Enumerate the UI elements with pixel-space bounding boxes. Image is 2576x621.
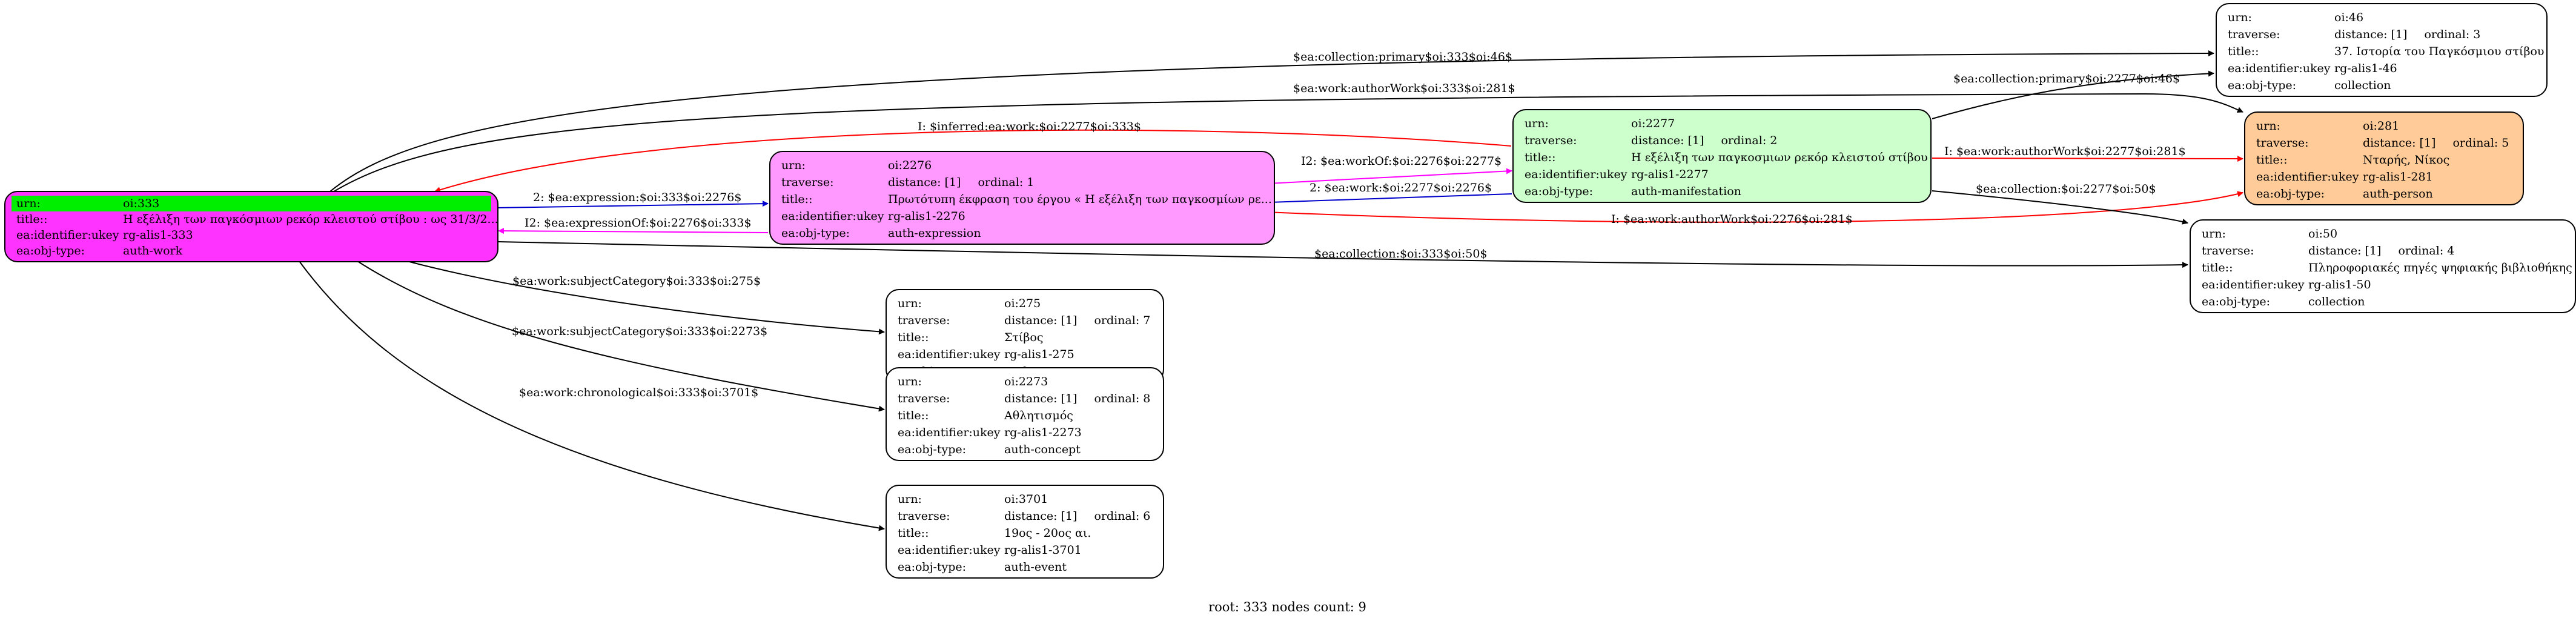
node-ukey: rg-alis1-46 (2334, 62, 2397, 75)
node-oi-333[interactable]: urn:oi:333 title::Η εξέλιξη των παγκόσμι… (4, 191, 498, 262)
edge-label: I2: $ea:expressionOf:$oi:2276$oi:333$ (525, 216, 752, 230)
node-ordinal: ordinal: 1 (978, 176, 1035, 189)
node-ordinal: ordinal: 3 (2424, 28, 2481, 41)
node-title: Πρωτότυπη έκφραση του έργου « Η εξέλιξη … (888, 193, 1272, 206)
edge-label: I: $ea:work:authorWork$oi:2276$oi:281$ (1611, 213, 1853, 226)
edge-collection-primary-2277-46 (1932, 70, 2214, 119)
edge-subject-333-275 (406, 261, 885, 335)
node-urn: oi:281 (2363, 119, 2400, 133)
edge-inferred-2277-333 (434, 129, 1512, 193)
node-distance: distance: [1] (1004, 510, 1078, 523)
edge-author-work-2277-281 (1932, 155, 2243, 162)
node-title: Η εξέλιξη των παγκοσμιων ρεκόρ κλειστού … (1631, 151, 1928, 164)
node-row-urn: urn:oi:333 (12, 196, 491, 211)
node-oi-46[interactable]: urn:oi:46 traverse:distance: [1]ordinal:… (2216, 3, 2548, 97)
node-ordinal: ordinal: 4 (2398, 244, 2455, 257)
edge-collection-primary-333-46 (329, 50, 2214, 192)
node-distance: distance: [1] (1004, 314, 1078, 327)
node-ukey: rg-alis1-281 (2363, 170, 2433, 184)
edge-work-2277-2276 (1269, 193, 1512, 205)
node-oi-3701[interactable]: urn:oi:3701 traverse:distance: [1]ordina… (886, 485, 1164, 579)
node-urn: oi:46 (2334, 11, 2364, 24)
node-title: 19ος - 20ος αι. (1004, 526, 1091, 540)
node-ukey: rg-alis1-2276 (888, 210, 965, 223)
node-title: Αθλητισμός (1004, 409, 1073, 422)
node-ukey: rg-alis1-2277 (1631, 168, 1709, 181)
node-type: collection (2308, 295, 2365, 308)
edge-label: I: $inferred:ea:work:$oi:2277$oi:333$ (918, 120, 1141, 133)
node-title: Πληροφοριακές πηγές ψηφιακής βιβλιοθήκης (2308, 261, 2572, 274)
edge-label: I: $ea:work:authorWork$oi:2277$oi:281$ (1944, 145, 2186, 158)
node-distance: distance: [1] (2308, 244, 2382, 257)
edge-label: $ea:collection:$oi:2277$oi:50$ (1976, 182, 2156, 196)
node-oi-281[interactable]: urn:oi:281 traverse:distance: [1]ordinal… (2244, 111, 2524, 205)
node-urn: oi:2277 (1631, 117, 1675, 130)
node-oi-2277[interactable]: urn:oi:2277 traverse:distance: [1]ordina… (1512, 109, 1932, 203)
node-oi-50[interactable]: urn:oi:50 traverse:distance: [1]ordinal:… (2190, 219, 2576, 313)
node-distance: distance: [1] (2363, 136, 2436, 150)
node-urn: oi:333 (123, 197, 160, 210)
node-ordinal: ordinal: 6 (1094, 510, 1151, 523)
node-urn: oi:2276 (888, 159, 932, 172)
node-ukey: rg-alis1-275 (1004, 348, 1074, 361)
edge-collection-2277-50 (1932, 190, 2188, 225)
node-row-type: ea:obj-type:auth-work (16, 243, 486, 259)
node-ukey: rg-alis1-3701 (1004, 543, 1082, 557)
edge-label: $ea:collection:primary$oi:2277$oi:46$ (1953, 72, 2180, 85)
edge-expression-333-2276 (495, 201, 769, 208)
node-type: auth-person (2363, 187, 2433, 201)
node-ordinal: ordinal: 8 (1094, 392, 1151, 405)
edge-label: $ea:work:subjectCategory$oi:333$oi:275$ (512, 274, 761, 288)
node-title: Στίβος (1004, 331, 1044, 344)
edge-label: 2: $ea:work:$oi:2277$oi:2276$ (1310, 181, 1492, 194)
node-ordinal: ordinal: 7 (1094, 314, 1151, 327)
node-oi-2273[interactable]: urn:oi:2273 traverse:distance: [1]ordina… (886, 367, 1164, 461)
node-distance: distance: [1] (1004, 392, 1078, 405)
node-type: auth-manifestation (1631, 185, 1741, 198)
node-urn: oi:275 (1004, 297, 1041, 310)
node-urn: oi:2273 (1004, 375, 1048, 388)
node-title: Η εξέλιξη των παγκόσμιων ρεκόρ κλειστού … (123, 213, 498, 226)
edge-chrono-333-3701 (299, 261, 885, 531)
node-type: collection (2334, 79, 2391, 92)
node-urn: oi:50 (2308, 227, 2338, 241)
edge-label: $ea:collection:primary$oi:333$oi:46$ (1293, 50, 1512, 64)
node-type: auth-work (123, 244, 183, 257)
node-title: Νταρής, Νίκος (2363, 153, 2450, 167)
node-urn: oi:3701 (1004, 493, 1048, 506)
edge-subject-333-2273 (357, 261, 885, 412)
node-ukey: rg-alis1-2273 (1004, 426, 1082, 439)
edge-author-work-2276-281 (1265, 191, 2243, 223)
node-ordinal: ordinal: 2 (1721, 134, 1778, 147)
node-distance: distance: [1] (1631, 134, 1704, 147)
edge-label: $ea:work:authorWork$oi:333$oi:281$ (1293, 82, 1515, 95)
edge-expression-of-2276-333 (498, 228, 769, 234)
node-ordinal: ordinal: 5 (2452, 136, 2509, 150)
node-type: auth-expression (888, 227, 981, 240)
edge-label: $ea:work:subjectCategory$oi:333$oi:2273$ (512, 325, 767, 338)
graph-footer: root: 333 nodes count: 9 (1208, 600, 1366, 614)
node-title: 37. Ιστορία του Παγκόσμιου στίβου (2334, 45, 2545, 58)
node-row-title: title::Η εξέλιξη των παγκόσμιων ρεκόρ κλ… (16, 213, 498, 226)
edge-label: 2: $ea:expression:$oi:333$oi:2276$ (533, 191, 741, 204)
edge-label: $ea:work:chronological$oi:333$oi:3701$ (519, 386, 758, 399)
edge-label: I2: $ea:workOf:$oi:2276$oi:2277$ (1301, 154, 1502, 168)
edge-label: $ea:collection:$oi:333$oi:50$ (1314, 247, 1488, 261)
node-type: auth-event (1004, 560, 1067, 574)
node-type: auth-concept (1004, 443, 1081, 456)
edge-collection-333-50 (498, 241, 2188, 268)
node-ukey: rg-alis1-333 (123, 228, 193, 242)
node-ukey: rg-alis1-50 (2308, 278, 2371, 291)
edge-author-work-333-281 (331, 93, 2243, 193)
node-distance: distance: [1] (888, 176, 961, 189)
node-distance: distance: [1] (2334, 28, 2408, 41)
edge-work-of-2276-2277 (1267, 168, 1512, 184)
node-oi-2276[interactable]: urn:oi:2276 traverse:distance: [1]ordina… (769, 151, 1275, 245)
